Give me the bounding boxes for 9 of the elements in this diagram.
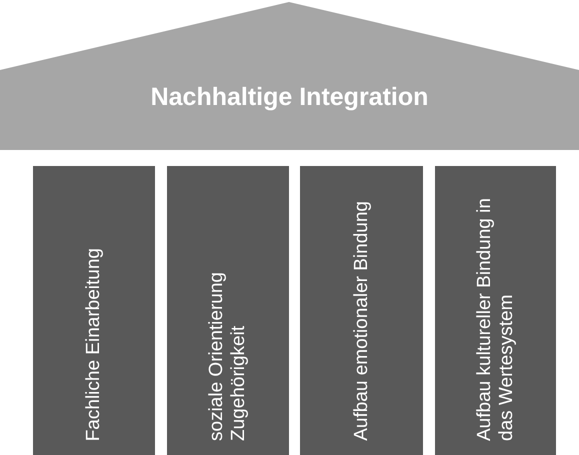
pillar-label: soziale Orientierung Zugehörigkeit — [206, 271, 250, 441]
title: Nachhaltige Integration — [150, 83, 428, 111]
pillar — [435, 166, 556, 455]
pillar-label: Aufbau emotionaler Bindung — [350, 201, 372, 441]
pillar-label: Fachliche Einarbeitung — [83, 248, 105, 441]
pillar — [33, 166, 155, 455]
pillar — [167, 166, 289, 455]
pillar-label: Aufbau kultureller Bindung in das Wertesystem — [474, 197, 518, 441]
pillar — [300, 166, 423, 455]
